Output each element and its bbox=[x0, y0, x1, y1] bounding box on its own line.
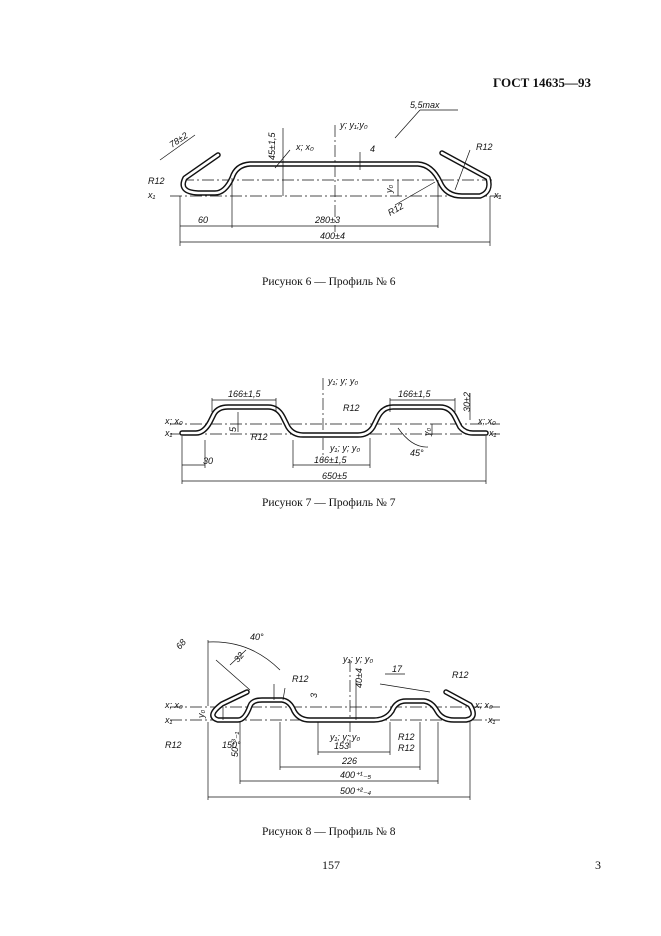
axis-label-x-right: x; x₀ bbox=[474, 700, 493, 710]
axis-label-x: x; x₀ bbox=[295, 142, 314, 152]
axis-label-x1: x₁ bbox=[488, 428, 497, 438]
sheet-number: 3 bbox=[595, 858, 601, 872]
axis-label-x1: x₁ bbox=[487, 715, 496, 725]
radius-label: R12 bbox=[386, 201, 405, 218]
axis-label-x-right: x; x₀ bbox=[477, 416, 496, 426]
dim-68: 68 bbox=[174, 637, 188, 651]
axis-label-x-left: x; x₀ bbox=[164, 700, 183, 710]
dim-166-mid: 166±1,5 bbox=[314, 455, 347, 465]
axis-label-x1: x₁ bbox=[147, 190, 156, 200]
dim-32: 32 bbox=[232, 650, 246, 664]
axis-label-y0: y₀ bbox=[384, 185, 394, 195]
angle-45: 45° bbox=[410, 448, 424, 458]
radius-label: R12 bbox=[148, 176, 165, 186]
axis-label-x1: x₁ bbox=[164, 715, 173, 725]
dim-400: 400⁺¹₋₅ bbox=[340, 770, 372, 780]
axis-label-y: y; y₁;y₀ bbox=[339, 120, 368, 130]
axis-label-x-left: x; x₀ bbox=[164, 416, 183, 426]
dim-30-2: 30±2 bbox=[462, 392, 472, 412]
figure-7-caption: Рисунок 7 — Профиль № 7 bbox=[262, 497, 396, 509]
angle-150: 150° bbox=[222, 740, 241, 750]
standard-header: ГОСТ 14635—93 bbox=[493, 75, 592, 90]
figure-7-drawing: 166±1,5 166±1,5 y₁; y; y₀ R12 R12 30±2 x… bbox=[164, 376, 500, 484]
dim-5: 5 bbox=[228, 426, 238, 432]
radius-label: R12 bbox=[398, 732, 415, 742]
dim-45: 45±1,5 bbox=[267, 132, 277, 160]
dim-3: 3 bbox=[309, 693, 319, 698]
radius-label: R12 bbox=[476, 142, 493, 152]
axis-label-y-bottom: y₁; y; y₀ bbox=[329, 443, 360, 453]
figure-8-caption: Рисунок 8 — Профиль № 8 bbox=[262, 826, 396, 838]
figure-6-drawing: 78±2 45±1,5 x; x₀ y; y₁;y₀ 5,5max 4 R12 … bbox=[147, 100, 502, 246]
dim-153: 153 bbox=[334, 741, 349, 751]
dim-166-right: 166±1,5 bbox=[398, 389, 431, 399]
radius-label: R12 bbox=[292, 674, 309, 684]
axis-label-y-top: y₁; y; y₀ bbox=[327, 376, 358, 386]
radius-label: R12 bbox=[165, 740, 182, 750]
radius-label: R12 bbox=[251, 432, 268, 442]
radius-label: R12 bbox=[343, 403, 360, 413]
dim-60: 60 bbox=[198, 215, 208, 225]
dim-17: 17 bbox=[392, 664, 403, 674]
axis-label-y-bottom: y₁; y; y₀ bbox=[329, 732, 360, 742]
axis-label-y-top: y₁; y; y₀ bbox=[342, 654, 373, 664]
dim-50: 50⁺³₋₁ bbox=[230, 731, 240, 757]
dim-4: 4 bbox=[370, 144, 375, 154]
dim-166-left: 166±1,5 bbox=[228, 389, 261, 399]
axis-label-x1: x₁ bbox=[493, 190, 502, 200]
axis-label-x1: x₁ bbox=[164, 428, 173, 438]
angle-40: 40° bbox=[250, 632, 264, 642]
axis-label-y0: y₀ bbox=[196, 710, 206, 720]
dim-400: 400±4 bbox=[320, 231, 345, 241]
page-number: 157 bbox=[322, 858, 340, 872]
radius-label: R12 bbox=[398, 743, 415, 753]
figure-6-caption: Рисунок 6 — Профиль № 6 bbox=[262, 276, 396, 288]
dim-30: 30 bbox=[203, 456, 213, 466]
dim-40: 40±4 bbox=[354, 668, 364, 688]
axis-label-y0: y₀ bbox=[422, 428, 432, 438]
dim-5-5max: 5,5max bbox=[410, 100, 440, 110]
figure-8-drawing: 68 40° 32 y₁; y; y₀ 17 R12 R12 40±4 3 x;… bbox=[164, 632, 500, 800]
dim-280: 280±3 bbox=[314, 215, 340, 225]
radius-label: R12 bbox=[452, 670, 469, 680]
dim-226: 226 bbox=[341, 756, 357, 766]
dim-650: 650±5 bbox=[322, 471, 348, 481]
dim-500: 500⁺²₋₄ bbox=[340, 786, 372, 796]
